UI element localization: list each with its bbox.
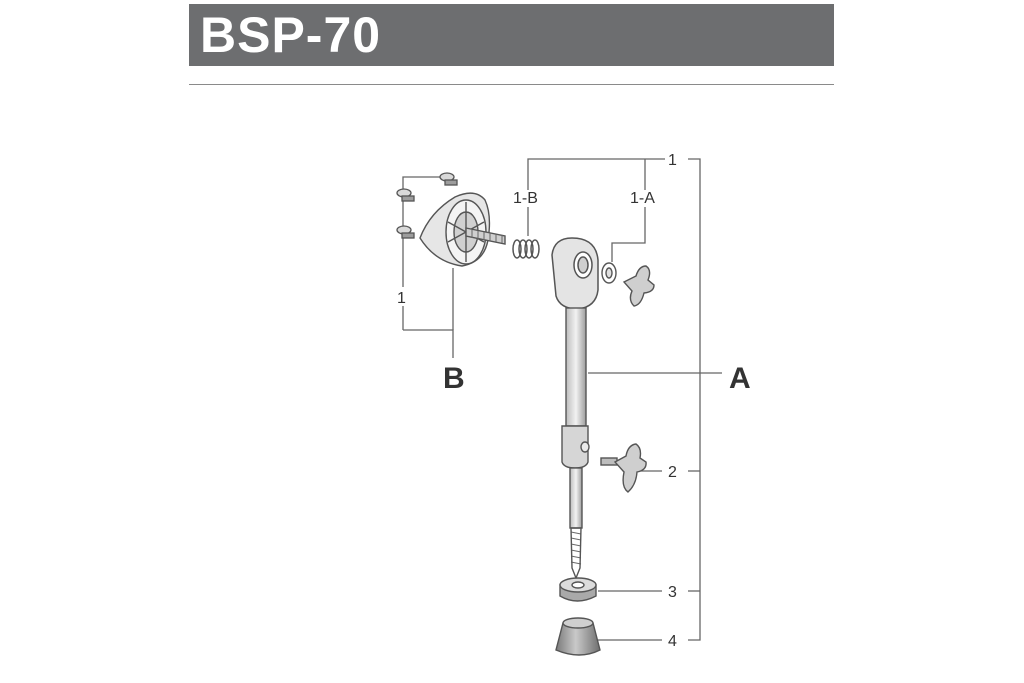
callout-1a: 1-A (630, 190, 655, 207)
callout-3: 3 (668, 584, 677, 601)
callout-2: 2 (668, 464, 677, 481)
callout-4: 4 (668, 633, 677, 650)
header-divider (189, 84, 834, 85)
leader-lines (402, 158, 722, 641)
base-plate-part-b (419, 192, 506, 267)
rubber-foot-part-4 (555, 617, 601, 656)
washer-knob-part-1a (601, 262, 655, 307)
pole-head (551, 237, 599, 310)
callout-b: B (443, 362, 465, 395)
spring-part-1b (512, 239, 540, 259)
page-title: BSP-70 (200, 7, 382, 63)
callout-1-left: 1 (397, 290, 406, 307)
callout-1b: 1-B (513, 190, 538, 207)
header-bar (189, 4, 834, 66)
collar-part-3 (559, 577, 597, 602)
callout-a: A (729, 362, 751, 395)
knob-part-2 (600, 443, 647, 493)
mounting-screws (396, 172, 458, 239)
callout-1-top: 1 (668, 152, 677, 169)
pole-tube (561, 307, 590, 580)
